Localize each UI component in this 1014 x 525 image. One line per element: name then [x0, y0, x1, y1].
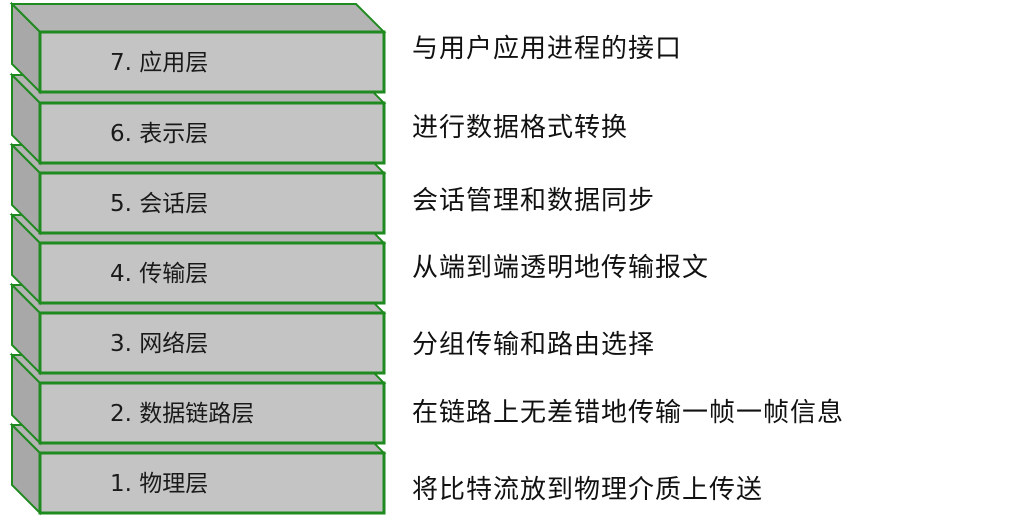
layer-label: 3. 网络层 [110, 331, 208, 357]
layer-top-face [9, 3, 387, 33]
layer-front-face [38, 451, 386, 515]
layer-label: 5. 会话层 [110, 191, 208, 217]
layer-description: 会话管理和数据同步 [412, 186, 656, 216]
layer-description: 在链路上无差错地传输一帧一帧信息 [412, 398, 845, 428]
layer-box: 5. 会话层 [9, 142, 387, 236]
layer-description: 进行数据格式转换 [412, 113, 629, 143]
layer-label: 7. 应用层 [110, 50, 208, 76]
layer-front-face [38, 101, 386, 165]
layer-front-face [38, 171, 386, 235]
layer-front-face [38, 30, 386, 94]
layer-label: 6. 表示层 [110, 121, 208, 147]
layer-description: 与用户应用进程的接口 [412, 34, 683, 64]
osi-layer-stack: 1. 物理层 2. 数据链路层 3. 网络层 4. 传输层 5. 会话层 6. 表示层 7.… [9, 1, 387, 516]
layer-front-face [38, 311, 386, 375]
layer-label: 1. 物理层 [110, 471, 208, 497]
layer-label: 2. 数据链路层 [110, 401, 254, 427]
layer-box: 7. 应用层 [9, 1, 387, 95]
layer-front-face [38, 241, 386, 305]
layer-label: 4. 传输层 [110, 261, 208, 287]
layer-description: 将比特流放到物理介质上传送 [412, 475, 764, 505]
layer-description: 从端到端透明地传输报文 [412, 253, 710, 283]
layer-description: 分组传输和路由选择 [412, 330, 656, 360]
layer-front-face [38, 381, 386, 445]
